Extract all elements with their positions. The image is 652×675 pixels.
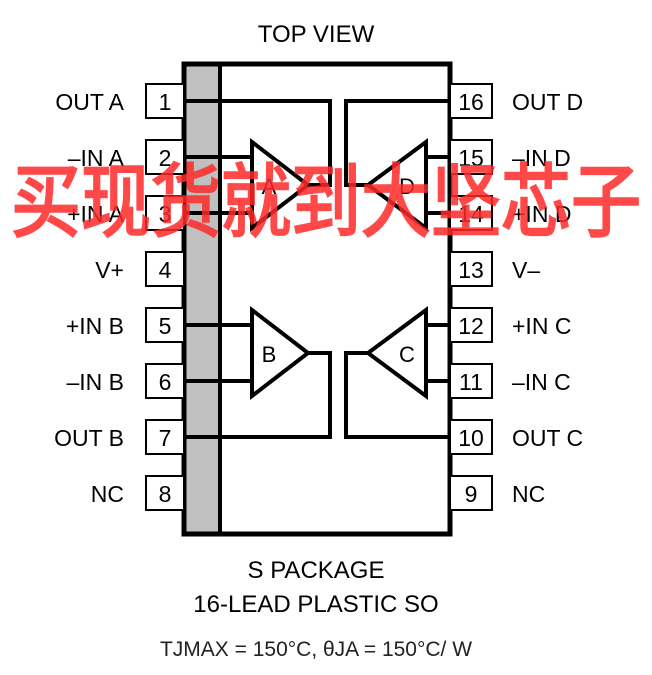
pin-number-10: 10 [458, 425, 484, 451]
op-amp-a-label: A [262, 174, 277, 199]
op-amp-a [250, 137, 312, 233]
pin-number-14: 14 [458, 201, 484, 227]
thermal-spec: TJMAX = 150°C, θJA = 150°C/ W [160, 638, 472, 661]
pin-number-11: 11 [459, 369, 483, 395]
pin-box-9 [449, 475, 493, 511]
op-amp-d [364, 138, 428, 232]
pin-label-6: –IN B [66, 369, 124, 395]
pin-label-14: +IN D [512, 201, 571, 227]
package-description: 16-LEAD PLASTIC SO [193, 591, 438, 618]
pin-number-2: 2 [159, 145, 172, 171]
op-amp-c [364, 306, 428, 400]
pin-number-5: 5 [159, 313, 172, 339]
op-amp-b-label: B [262, 342, 277, 367]
pin-number-9: 9 [465, 481, 478, 507]
pin-number-12: 12 [458, 313, 484, 339]
package-body [181, 61, 453, 537]
pin-label-16: OUT D [512, 89, 583, 115]
wiring-amp-c [344, 323, 450, 439]
view-title: TOP VIEW [258, 21, 375, 48]
pin-box-13 [449, 251, 493, 287]
pin-box-3 [145, 195, 185, 231]
pin-number-6: 6 [159, 369, 172, 395]
pin-label-2: –IN A [68, 145, 125, 171]
op-amp-b [250, 305, 312, 401]
pin-label-13: V– [512, 257, 540, 283]
pin-box-8 [145, 475, 185, 511]
pin-label-9: NC [512, 481, 545, 507]
op-amp-d-label: D [399, 174, 415, 199]
pin1-stripe [186, 66, 220, 532]
pin-label-12: +IN C [512, 313, 571, 339]
pin-number-13: 13 [458, 257, 484, 283]
pin-label-10: OUT C [512, 425, 583, 451]
pin-number-1: 1 [159, 89, 172, 115]
pin-number-4: 4 [159, 257, 172, 283]
pin-label-5: +IN B [66, 313, 124, 339]
pin-number-8: 8 [159, 481, 172, 507]
pin-label-15: –IN D [512, 145, 571, 171]
pin-label-11: –IN C [512, 369, 571, 395]
wiring-amp-b [184, 323, 332, 439]
pin-number-3: 3 [159, 201, 172, 227]
pin-label-8: NC [91, 481, 124, 507]
watermark-text: 买现货就到大坚芯子 [11, 156, 641, 249]
pin-number-15: 15 [458, 145, 484, 171]
pin-label-4: V+ [95, 257, 124, 283]
pin-number-7: 7 [159, 425, 172, 451]
pin-label-3: +IN A [67, 201, 125, 227]
wiring-amp-d [344, 99, 450, 215]
pin-label-1: OUT A [55, 89, 124, 115]
pin-number-16: 16 [458, 89, 484, 115]
op-amp-c-label: C [399, 342, 415, 367]
pin-box-4 [145, 251, 185, 287]
wiring-amp-a [184, 99, 332, 215]
left-pin-boxes [145, 83, 185, 511]
package-name: S PACKAGE [248, 557, 385, 584]
pin-label-7: OUT B [54, 425, 124, 451]
